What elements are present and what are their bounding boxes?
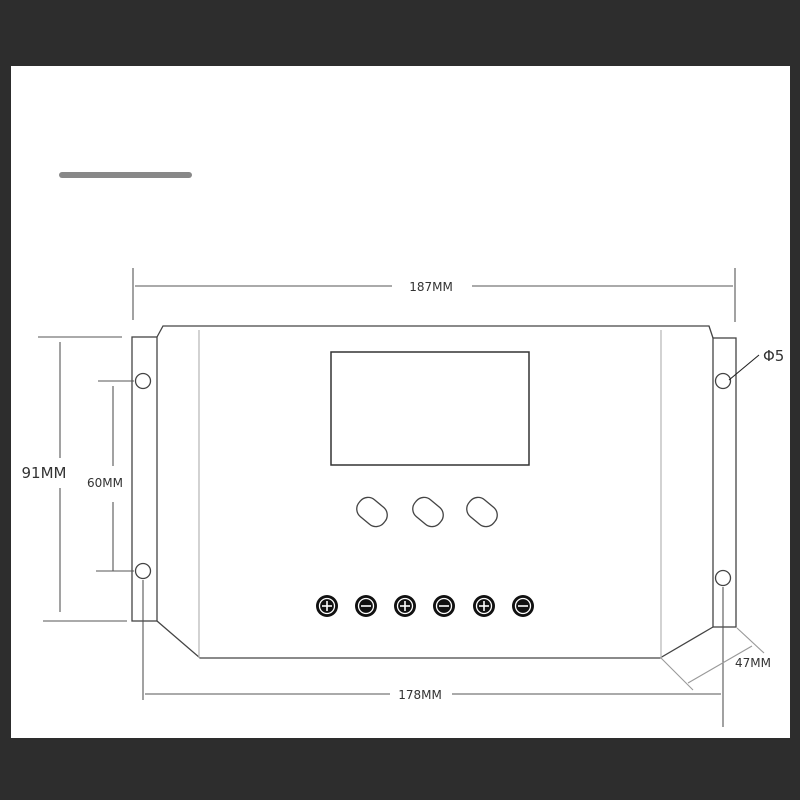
button[interactable] — [463, 493, 502, 530]
right-flange — [712, 337, 737, 628]
button[interactable] — [353, 493, 392, 530]
left-flange — [131, 336, 158, 622]
paper — [11, 66, 790, 738]
body-bottom-edge — [156, 620, 714, 659]
terminal-plus-icon — [394, 595, 416, 617]
mount-hole — [134, 372, 152, 390]
terminals — [316, 595, 534, 617]
body-top-edge — [156, 325, 714, 339]
width-178-label: 178MM — [398, 688, 442, 702]
mount-hole — [714, 569, 732, 587]
mount-hole — [134, 562, 152, 580]
terminal-minus-icon — [433, 595, 455, 617]
hole-diameter-label: Φ5 — [763, 347, 784, 365]
device-outline — [131, 325, 737, 659]
terminal-plus-icon — [316, 595, 338, 617]
mount-hole — [714, 372, 732, 390]
lcd-screen — [330, 351, 530, 466]
terminal-minus-icon — [355, 595, 377, 617]
button[interactable] — [409, 493, 448, 530]
width-187-label: 187MM — [409, 280, 453, 294]
depth-47-label: 47MM — [735, 656, 771, 670]
dimension-lines — [38, 268, 765, 727]
terminal-plus-icon — [473, 595, 495, 617]
height-60-label: 60MM — [87, 476, 123, 490]
terminal-minus-icon — [512, 595, 534, 617]
height-91-label: 91MM — [22, 464, 67, 482]
